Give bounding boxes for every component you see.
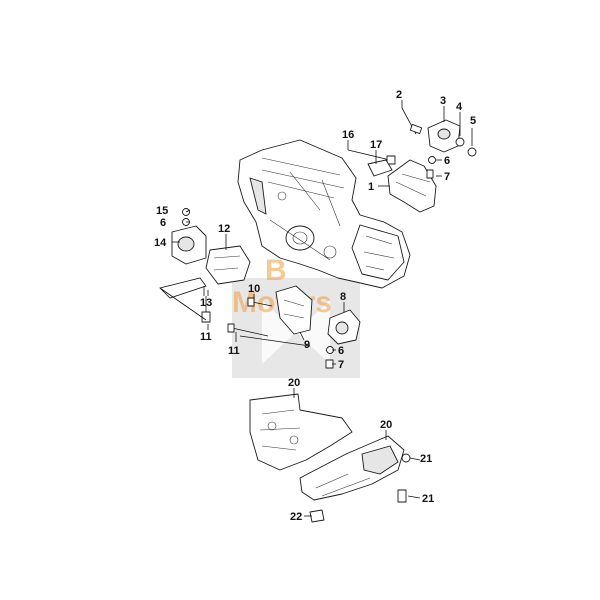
under-shields — [249, 393, 411, 523]
callout-22: 22 — [290, 511, 302, 523]
bolt-10 — [251, 301, 273, 307]
bolt-11-left — [201, 311, 211, 323]
callout-20-right: 20 — [380, 419, 392, 431]
bracket-12 — [205, 245, 251, 285]
watermark-arrow-left — [262, 300, 296, 364]
callout-16: 16 — [342, 129, 354, 141]
callout-10: 10 — [248, 283, 260, 295]
callout-1: 1 — [368, 181, 374, 193]
leader-lines — [172, 100, 473, 517]
callout-4: 4 — [456, 101, 463, 113]
watermark-text-1: B — [265, 254, 287, 287]
callout-20-left: 20 — [288, 377, 300, 389]
callout-21-top: 21 — [420, 453, 432, 465]
callout-6-upper: 6 — [444, 155, 450, 167]
right-upper-mount — [347, 107, 477, 213]
callout-5: 5 — [470, 115, 476, 127]
engine-assembly — [237, 139, 411, 289]
callout-11-center: 11 — [228, 345, 240, 357]
callout-11-left: 11 — [200, 331, 212, 343]
plate-17 — [367, 159, 393, 177]
callout-14: 14 — [154, 237, 167, 249]
callout-9: 9 — [304, 339, 310, 351]
bracket-9 — [275, 285, 313, 335]
callout-15: 15 — [156, 205, 168, 217]
bolt-21-bottom — [397, 489, 407, 503]
callout-13: 13 — [200, 297, 212, 309]
bolt-16 — [347, 149, 391, 161]
callout-3: 3 — [440, 95, 446, 107]
callout-7-upper: 7 — [444, 171, 450, 183]
callout-6-left: 6 — [160, 217, 166, 229]
callout-8: 8 — [340, 291, 346, 303]
frame-outline — [159, 277, 207, 299]
callout-21-bottom: 21 — [422, 493, 434, 505]
center-lower-mount — [227, 285, 361, 369]
callout-7-center: 7 — [338, 359, 344, 371]
shield-20-left — [249, 393, 353, 471]
callout-2: 2 — [396, 89, 402, 101]
left-mount — [159, 208, 311, 347]
callout-12: 12 — [218, 223, 230, 235]
clip-22 — [309, 509, 325, 523]
watermark-arrow-right — [296, 300, 330, 364]
callout-17: 17 — [370, 139, 382, 151]
mount-bracket-1 — [387, 159, 437, 213]
bolt-21-top — [401, 453, 411, 463]
bolt-11 — [231, 327, 269, 337]
callout-6-center: 6 — [338, 345, 344, 357]
callouts: 1 2 3 4 5 6 7 16 17 15 6 14 12 13 11 11 … — [154, 89, 476, 523]
